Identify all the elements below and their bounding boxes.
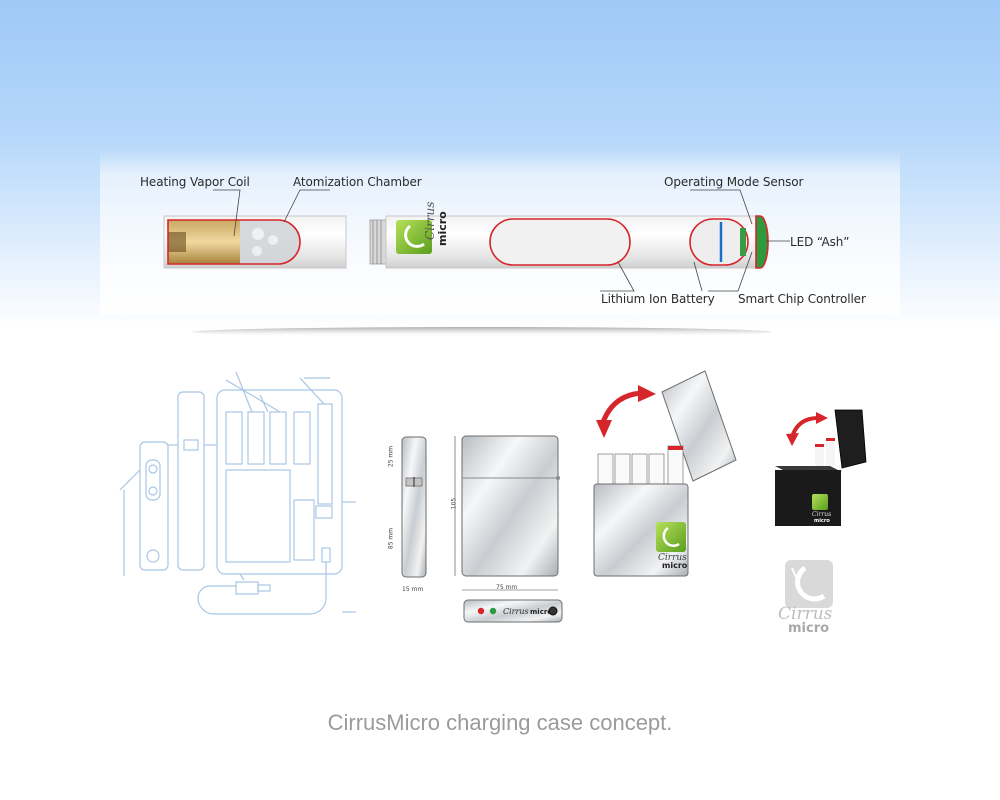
svg-text:micro: micro — [788, 621, 829, 636]
green-indicator-light — [489, 607, 497, 615]
stick-5 — [667, 445, 684, 485]
label-atomization-chamber: Atomization Chamber — [293, 175, 422, 189]
dim-side-top: 25 mm — [387, 445, 395, 468]
black-case: Cirrus micro — [775, 409, 867, 526]
case-front-view — [454, 435, 560, 591]
stick-4 — [648, 453, 665, 485]
dim-front-height: 105 — [450, 497, 458, 510]
battery-tube: Cirrus micro — [369, 202, 769, 269]
label-smart-chip-controller: Smart Chip Controller — [738, 292, 866, 306]
case-bottom-view: Cirrus micro — [463, 599, 563, 623]
svg-text:micro: micro — [814, 518, 830, 524]
svg-text:Cirrus: Cirrus — [503, 607, 529, 616]
svg-text:Cirrus: Cirrus — [812, 511, 831, 518]
black-lid — [834, 409, 867, 469]
black-case-body — [775, 470, 841, 526]
label-heating-vapor-coil: Heating Vapor Coil — [140, 175, 250, 189]
stick-2 — [614, 453, 631, 485]
charge-port — [548, 606, 558, 616]
chip-window — [689, 218, 749, 266]
open-silver-case: Cirrus micro — [593, 370, 737, 577]
shadow-bar — [192, 327, 772, 337]
leader-lines — [213, 189, 790, 292]
dim-front-width: 75 mm — [496, 584, 518, 591]
case-side-view — [401, 436, 427, 578]
blueprint-sketch — [119, 371, 356, 615]
svg-text:micro: micro — [530, 608, 552, 616]
svg-text:Cirrus: Cirrus — [778, 604, 833, 624]
thread-connector — [369, 219, 387, 265]
led-tip — [755, 215, 769, 269]
case-body — [593, 483, 689, 577]
label-led-ash: LED “Ash” — [790, 235, 850, 249]
dim-side-width: 15 mm — [402, 586, 424, 593]
cirrusmicro-logo: Cirrus micro — [778, 560, 833, 636]
label-lithium-ion-battery: Lithium Ion Battery — [601, 292, 715, 306]
svg-text:Cirrus: Cirrus — [423, 202, 437, 240]
label-operating-mode-sensor: Operating Mode Sensor — [664, 175, 804, 189]
battery-window — [489, 218, 631, 266]
stick-3 — [631, 453, 648, 485]
svg-text:Cirrus: Cirrus — [658, 553, 687, 563]
stick-1 — [597, 453, 614, 485]
caption: CirrusMicro charging case concept. — [327, 710, 673, 735]
svg-text:micro: micro — [436, 211, 449, 246]
red-indicator-light — [477, 607, 485, 615]
cartridge — [163, 215, 347, 269]
dim-side-bottom: 85 mm — [387, 527, 395, 550]
svg-text:micro: micro — [662, 561, 688, 570]
case-logo — [656, 522, 686, 552]
